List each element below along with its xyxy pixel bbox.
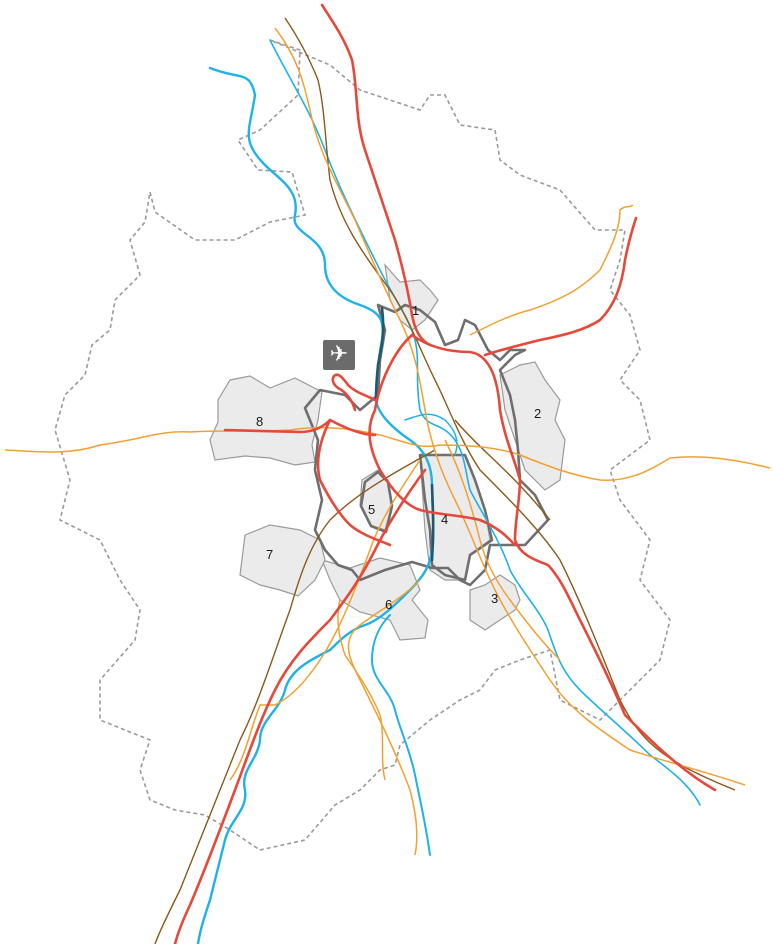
road-north bbox=[274, 27, 746, 786]
railway-north bbox=[320, 3, 432, 347]
district-label-6: 6 bbox=[385, 597, 392, 612]
road-inner-2 bbox=[444, 439, 561, 661]
district-label-8: 8 bbox=[256, 414, 263, 429]
southern-river bbox=[371, 614, 431, 856]
district-label-2: 2 bbox=[534, 406, 541, 421]
railway-west-loop bbox=[316, 418, 392, 547]
airport-marker[interactable]: ✈ bbox=[323, 340, 355, 370]
rail-lines bbox=[154, 17, 736, 944]
rail-southwest bbox=[154, 449, 436, 944]
road-south bbox=[347, 579, 421, 856]
road-inner-1 bbox=[337, 599, 386, 781]
district-7-area[interactable] bbox=[239, 524, 326, 597]
district-label-1: 1 bbox=[412, 303, 419, 318]
airplane-icon: ✈ bbox=[329, 342, 349, 367]
roads bbox=[4, 27, 771, 856]
small-stream bbox=[404, 413, 458, 456]
railway-northeast bbox=[483, 216, 638, 357]
district-labels: 1 2 3 4 5 6 7 8 bbox=[256, 303, 541, 612]
railway-ring bbox=[410, 333, 717, 792]
railway-southwest bbox=[173, 468, 427, 944]
region-boundary bbox=[54, 39, 671, 851]
district-label-5: 5 bbox=[368, 502, 375, 517]
road-southwest bbox=[229, 459, 421, 781]
main-railways bbox=[173, 3, 717, 944]
district-2-area[interactable] bbox=[499, 361, 566, 491]
district-3-area[interactable] bbox=[469, 574, 521, 631]
rail-east bbox=[454, 419, 551, 521]
railway-inner-loop bbox=[368, 333, 517, 547]
rail-north-south bbox=[284, 17, 736, 791]
road-northeast bbox=[469, 204, 634, 336]
district-8-area[interactable] bbox=[209, 375, 323, 466]
district-5-outline bbox=[359, 470, 394, 534]
districts bbox=[209, 263, 566, 641]
district-label-4: 4 bbox=[441, 512, 448, 527]
river-dark-segment-2 bbox=[430, 483, 435, 562]
railway-airport bbox=[331, 373, 377, 412]
district-label-7: 7 bbox=[266, 547, 273, 562]
district-4-outline bbox=[418, 453, 494, 582]
road-west-east bbox=[4, 426, 771, 481]
main-river bbox=[196, 66, 435, 944]
river-dark-segment bbox=[374, 306, 385, 402]
district-label-3: 3 bbox=[491, 591, 498, 606]
district-1-area[interactable] bbox=[384, 263, 439, 331]
